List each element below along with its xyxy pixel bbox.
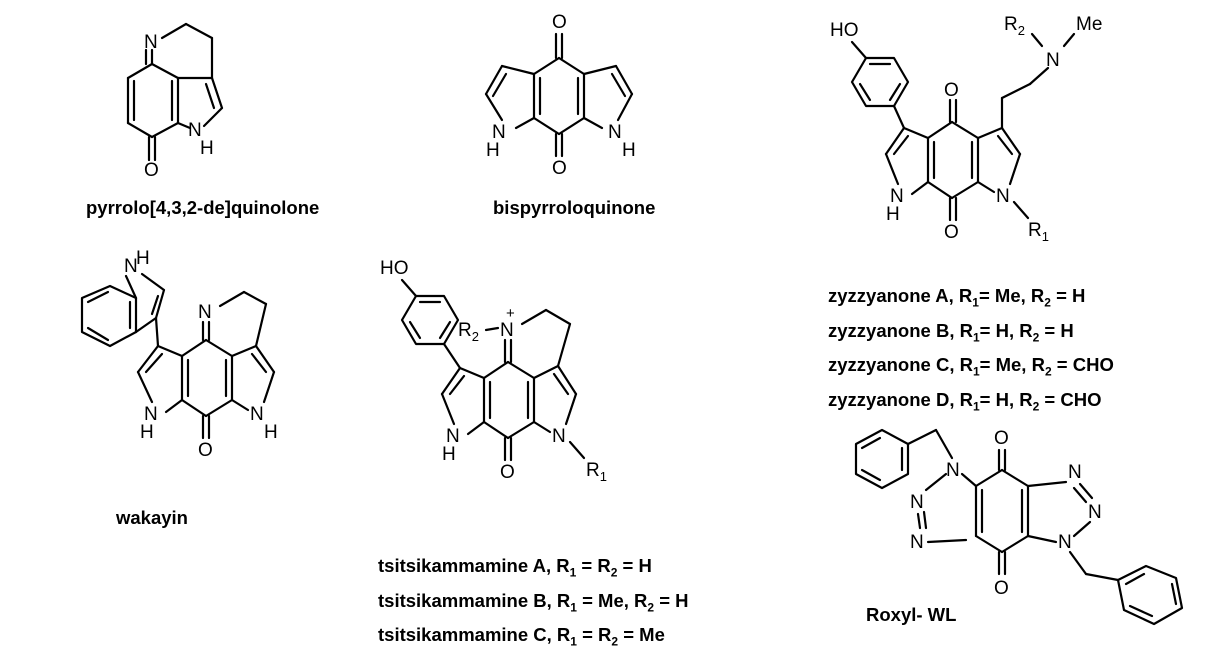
- zyzzyanone-C-line: zyzzyanone C, R1= Me, R2 = CHO: [828, 354, 1114, 380]
- tsitsikammamine-C-line: tsitsikammamine C, R1 = R2 = Me: [378, 624, 665, 650]
- atom-H: H: [140, 422, 154, 443]
- zyzzyanone-D-line: zyzzyanone D, R1= H, R2 = CHO: [828, 389, 1102, 414]
- atom-N: N: [1088, 502, 1102, 523]
- tsitsikammamine-A-line: tsitsikammamine A, R1 = R2 = H: [378, 555, 652, 580]
- pyrroloquinolone-structure: O N N H: [126, 22, 224, 181]
- wakayin-caption: wakayin: [116, 507, 188, 528]
- atom-R2: R2: [1004, 14, 1025, 38]
- roxyl-structure: N N N O O N N N: [854, 428, 1184, 626]
- atom-H: H: [886, 204, 900, 225]
- atom-N: N: [144, 32, 158, 53]
- atom-N: N: [910, 492, 924, 513]
- atom-Me: Me: [1076, 14, 1102, 35]
- atom-N: N: [552, 426, 566, 447]
- atom-HO: HO: [380, 258, 409, 279]
- zyzzyanone-B-line: zyzzyanone B, R1= H, R2 = H: [828, 319, 1074, 345]
- atom-O: O: [552, 158, 567, 179]
- atom-O: O: [552, 12, 567, 33]
- atom-N: N: [1058, 532, 1072, 553]
- atom-O: O: [944, 80, 959, 101]
- atom-R2: R2: [458, 320, 479, 344]
- atom-N: N: [198, 302, 212, 323]
- atom-plus: +: [506, 305, 515, 322]
- atom-N: N: [890, 186, 904, 207]
- atom-R1: R1: [1028, 220, 1049, 244]
- atom-H: H: [442, 444, 456, 465]
- pyrroloquinolone-caption: pyrrolo[4,3,2-de]quinolone: [86, 197, 320, 218]
- atom-HO: HO: [830, 20, 859, 41]
- atom-O: O: [944, 222, 959, 243]
- atom-N: N: [492, 122, 506, 143]
- atom-N: N: [188, 120, 202, 141]
- bispyrroloquinone-structure: O O N H N H: [484, 12, 636, 179]
- atom-N: N: [608, 122, 622, 143]
- atom-O: O: [994, 578, 1009, 599]
- atom-O: O: [198, 440, 213, 461]
- wakayin-structure: N H N H N O N H: [80, 248, 278, 461]
- atom-O: O: [144, 160, 159, 181]
- atom-H: H: [264, 422, 278, 443]
- atom-N: N: [446, 426, 460, 447]
- atom-H: H: [200, 138, 214, 159]
- atom-N: N: [500, 320, 514, 341]
- atom-R1: R1: [586, 460, 607, 484]
- tsitsikammamine-caption: tsitsikammamine A, R1 = R2 = H tsitsikam…: [378, 552, 689, 656]
- atom-N: N: [250, 404, 264, 425]
- atom-N: N: [144, 404, 158, 425]
- atom-O: O: [994, 428, 1009, 449]
- atom-N: N: [1068, 462, 1082, 483]
- tsitsikammamine-structure: HO N H N + R2 O N R1: [380, 258, 607, 484]
- zyzzyanone-caption: zyzzyanone A, R1= Me, R2 = H zyzzyanone …: [828, 282, 1114, 421]
- tsitsikammamine-B-line: tsitsikammamine B, R1 = Me, R2 = H: [378, 589, 689, 615]
- atom-H: H: [486, 140, 500, 161]
- atom-H: H: [622, 140, 636, 161]
- atom-O: O: [500, 462, 515, 483]
- atom-N: N: [996, 186, 1010, 207]
- zyzzyanone-structure: HO N H O O N R1 N R2 Me: [830, 14, 1102, 244]
- atom-N: N: [124, 256, 138, 277]
- bispyrroloquinone-caption: bispyrroloquinone: [493, 197, 656, 218]
- atom-N: N: [946, 460, 960, 481]
- atom-N: N: [1046, 50, 1060, 71]
- roxyl-caption: Roxyl- WL: [866, 604, 957, 625]
- atom-N: N: [910, 532, 924, 553]
- zyzzyanone-A-line: zyzzyanone A, R1= Me, R2 = H: [828, 285, 1086, 310]
- atom-H: H: [136, 248, 150, 269]
